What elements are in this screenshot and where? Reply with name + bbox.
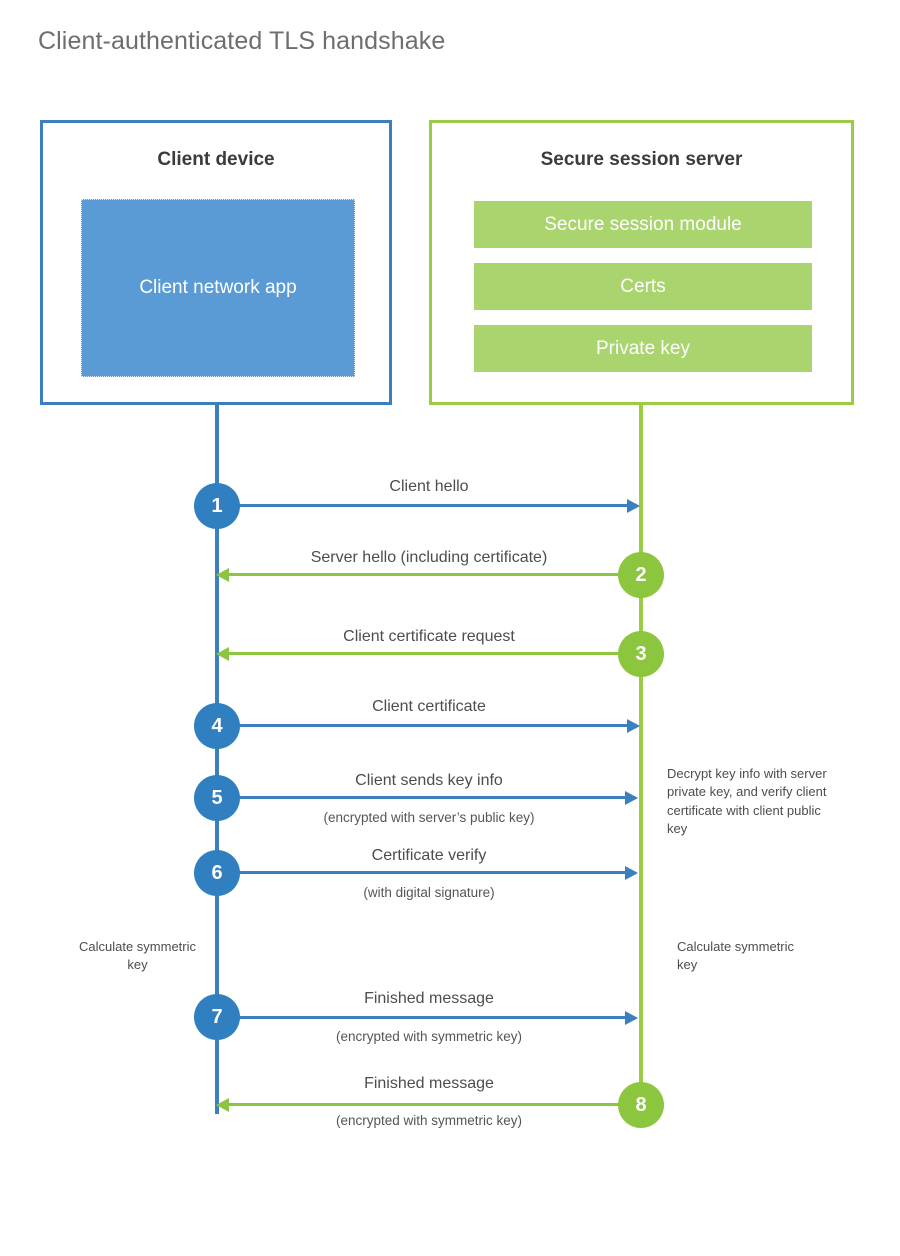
client-device-title: Client device	[157, 149, 275, 170]
step-circle-3[interactable]: 3	[618, 631, 664, 677]
arrow-head-left-8	[216, 1098, 229, 1112]
message-label-8: Finished message	[364, 1075, 494, 1092]
step-circle-5[interactable]: 5	[194, 775, 240, 821]
note-client-calculate-symmetric-key: Calculate symmetric key	[78, 939, 197, 973]
arrow-head-right-1	[627, 499, 640, 513]
step-circle-1[interactable]: 1	[194, 483, 240, 529]
note-server-decrypt: Decrypt key info with server private key…	[667, 766, 827, 837]
page-title: Client-authenticated TLS handshake	[38, 27, 446, 55]
message-sub-8: (encrypted with symmetric key)	[335, 1113, 523, 1128]
message-label-5: Client sends key info	[355, 772, 503, 789]
message-label-2: Server hello (including certificate)	[310, 549, 548, 566]
arrow-head-right-7	[625, 1011, 638, 1025]
arrow-head-left-3	[216, 647, 229, 661]
arrow-head-right-6	[625, 866, 638, 880]
lifeline-client	[215, 403, 219, 1114]
message-label-7: Finished message	[364, 990, 494, 1007]
arrow-head-right-5	[625, 791, 638, 805]
message-label-6: Certificate verify	[371, 847, 487, 864]
message-label-4: Client certificate	[372, 698, 486, 715]
message-line-2	[229, 573, 641, 576]
client-network-app-block: Client network app	[81, 199, 355, 377]
server-component-secure-session-module: Secure session module	[474, 201, 812, 248]
secure-session-server-title: Secure session server	[540, 149, 743, 170]
lifeline-server	[639, 403, 643, 1105]
message-sub-6: (with digital signature)	[363, 885, 495, 900]
message-sub-7: (encrypted with symmetric key)	[335, 1029, 523, 1044]
note-server-calculate-symmetric-key: Calculate symmetric key	[677, 939, 795, 973]
server-component-private-key: Private key	[474, 325, 812, 372]
message-line-8	[229, 1103, 641, 1106]
message-label-3: Client certificate request	[343, 628, 515, 645]
message-line-1	[217, 504, 627, 507]
message-line-5	[217, 796, 625, 799]
message-sub-5: (encrypted with server’s public key)	[323, 810, 535, 825]
message-label-1: Client hello	[389, 478, 469, 495]
actor-box-secure-session-server: Secure session server Secure session mod…	[429, 120, 854, 405]
step-circle-7[interactable]: 7	[194, 994, 240, 1040]
arrow-head-left-2	[216, 568, 229, 582]
server-component-certs: Certs	[474, 263, 812, 310]
step-circle-6[interactable]: 6	[194, 850, 240, 896]
message-line-6	[217, 871, 625, 874]
actor-box-client-device: Client device Client network app	[40, 120, 392, 405]
step-circle-8[interactable]: 8	[618, 1082, 664, 1128]
step-circle-2[interactable]: 2	[618, 552, 664, 598]
step-circle-4[interactable]: 4	[194, 703, 240, 749]
arrow-head-right-4	[627, 719, 640, 733]
message-line-3	[229, 652, 641, 655]
message-line-4	[217, 724, 627, 727]
message-line-7	[217, 1016, 625, 1019]
